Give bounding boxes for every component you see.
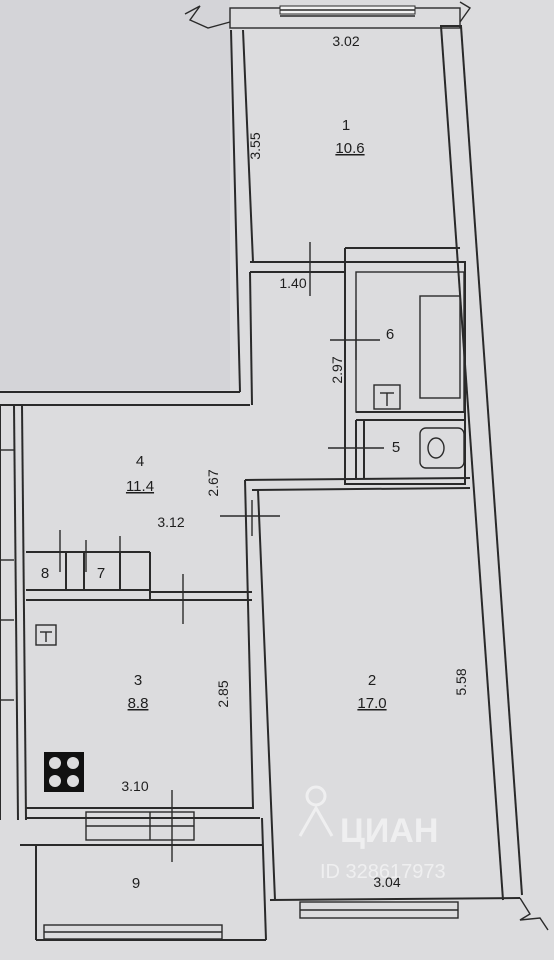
room-4-number: 4: [136, 453, 144, 470]
dim-room1-width: 3.02: [332, 33, 359, 49]
kitchen-walls: [26, 479, 260, 819]
room-7-number: 7: [97, 565, 105, 582]
dim-hall-width: 2.67: [205, 469, 221, 496]
dim-kitchen-width: 3.10: [121, 778, 148, 794]
watermark-brand: ЦИАН: [340, 812, 438, 850]
room-6-number: 6: [386, 326, 394, 343]
room-9-number: 9: [132, 875, 140, 892]
watermark-id: ID 328617973: [320, 861, 446, 883]
room-2-number: 2: [368, 672, 376, 689]
room-1-walls: [230, 29, 460, 393]
cian-logo-icon: [298, 785, 334, 837]
dim-corridor-width: 1.40: [279, 275, 306, 291]
dim-room1-length: 3.55: [247, 132, 263, 159]
outside-area-shade: [0, 0, 230, 390]
dim-room2-width: 3.04: [373, 874, 400, 890]
dim-room2-length: 5.58: [453, 668, 469, 695]
dim-kitchen-height: 2.85: [215, 680, 231, 707]
room-4-area: 11.4: [126, 478, 154, 495]
watermark: ЦИАН ID 328617973: [298, 785, 446, 883]
dim-bath-length: 2.97: [329, 356, 345, 383]
bottom-right-window: [299, 897, 549, 931]
hall-walls: [0, 271, 253, 821]
room-5-number: 5: [392, 439, 400, 456]
dim-hall-length: 3.12: [157, 514, 184, 530]
dimension-ticks: [171, 242, 384, 862]
room-2-walls: [244, 477, 521, 901]
room-2-area: 17.0: [357, 695, 386, 712]
room-3-area: 8.8: [128, 695, 149, 712]
balcony-9: [20, 811, 267, 941]
room-3-number: 3: [134, 672, 142, 689]
room-1-number: 1: [342, 117, 350, 134]
top-window: [184, 1, 472, 29]
right-outer-wall: [440, 25, 523, 901]
room-1-area: 10.6: [335, 140, 364, 157]
room-8-number: 8: [41, 565, 49, 582]
